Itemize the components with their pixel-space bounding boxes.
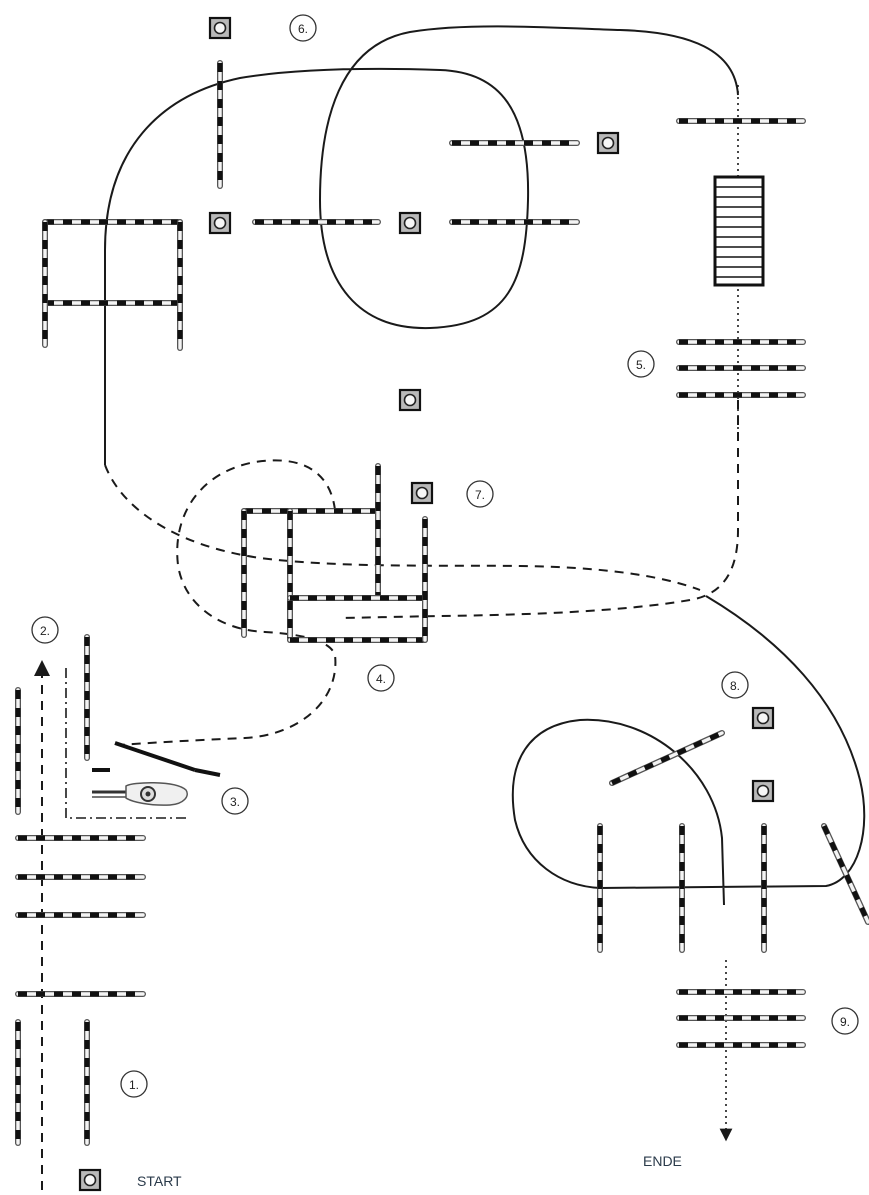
station-label: 9. bbox=[840, 1015, 850, 1029]
station-label: 1. bbox=[129, 1078, 139, 1092]
station-label: 8. bbox=[730, 679, 740, 693]
ende-label: ENDE bbox=[643, 1153, 682, 1169]
cone-marker-icon bbox=[208, 16, 232, 40]
cone-marker-icon bbox=[208, 211, 232, 235]
cone-markers bbox=[78, 16, 775, 1192]
station-badges: 1. 2. 3. 4. 5. 6. 7. 8. 9. bbox=[31, 14, 859, 1098]
plank-2 bbox=[194, 768, 221, 777]
poles bbox=[15, 60, 869, 1146]
pole-lr-diag bbox=[821, 823, 869, 925]
station-label: 7. bbox=[475, 488, 485, 502]
cone-marker-icon bbox=[596, 131, 620, 155]
cone-marker-icon bbox=[398, 211, 422, 235]
cone-marker-icon bbox=[751, 706, 775, 730]
plank bbox=[114, 741, 196, 772]
route-lower-right bbox=[511, 595, 866, 906]
station-badge-5: 5. bbox=[627, 350, 655, 378]
route-dashdot-3 bbox=[65, 668, 186, 819]
station-badge-9: 9. bbox=[831, 1007, 859, 1035]
wheelbarrow-icon bbox=[92, 781, 188, 806]
station-label: 4. bbox=[376, 672, 386, 686]
cone-marker-icon bbox=[751, 779, 775, 803]
route-dashed-main bbox=[104, 464, 701, 591]
station-badge-6: 6. bbox=[289, 14, 317, 42]
obstacle-3 bbox=[92, 741, 221, 806]
start-label: START bbox=[137, 1173, 182, 1189]
cone-marker-icon bbox=[410, 481, 434, 505]
course-paths bbox=[34, 25, 866, 1190]
cone-marker-icon bbox=[398, 388, 422, 412]
pole-8-diag bbox=[609, 730, 725, 786]
station-badge-7: 7. bbox=[466, 480, 494, 508]
station-badge-4: 4. bbox=[367, 664, 395, 692]
station-label: 2. bbox=[40, 624, 50, 638]
route-upper-loop bbox=[104, 25, 739, 465]
station-badge-8: 8. bbox=[721, 671, 749, 699]
route-dashed-circle bbox=[119, 459, 337, 746]
cone-marker-icon bbox=[78, 1168, 102, 1192]
ladder-icon bbox=[713, 175, 765, 287]
station-badge-2: 2. bbox=[31, 616, 59, 644]
route-dashed-return bbox=[339, 400, 739, 619]
station-label: 3. bbox=[230, 795, 240, 809]
station-badge-1: 1. bbox=[120, 1070, 148, 1098]
station-badge-3: 3. bbox=[221, 787, 249, 815]
station-label: 5. bbox=[636, 358, 646, 372]
station-label: 6. bbox=[298, 22, 308, 36]
